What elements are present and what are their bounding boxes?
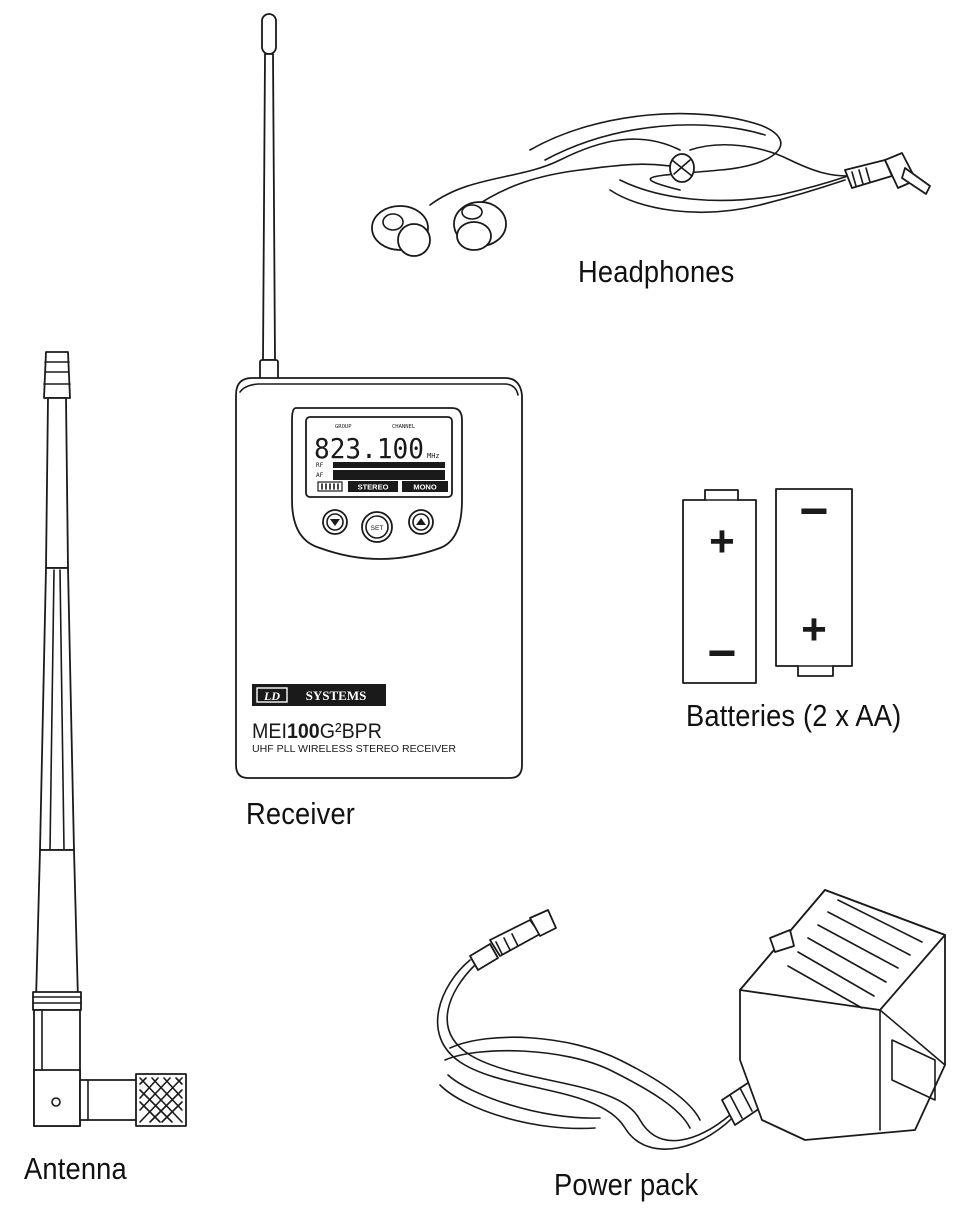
model-description: UHF PLL WIRELESS STEREO RECEIVER [252, 744, 456, 755]
antenna-label: Antenna [24, 1151, 127, 1186]
battery2-bottom-sign: + [801, 605, 827, 654]
battery2-top-sign: − [799, 483, 828, 539]
display-group-label: GROUP [335, 424, 352, 430]
receiver-label: Receiver [246, 796, 356, 831]
brand-ld: LD [263, 689, 280, 703]
batteries-label: Batteries (2 x AA) [686, 698, 902, 733]
display-rf-label: RF [316, 462, 324, 469]
batteries-illustration: + − − + [682, 483, 853, 684]
power-pack-illustration [436, 889, 946, 1150]
model-name: MEI100G²BPR [252, 720, 382, 743]
receiver-illustration: GROUP CHANNEL 823.100 MHz RF AF STEREO M… [235, 13, 523, 779]
knurled-grip [139, 1077, 183, 1123]
display-mono: MONO [413, 483, 436, 492]
brand-systems: SYSTEMS [306, 688, 367, 703]
up-arrow-icon [416, 518, 426, 525]
headphones-illustration [371, 112, 931, 257]
set-button-label: SET [371, 525, 384, 532]
battery1-top-sign: + [709, 517, 735, 566]
display-channel-label: CHANNEL [392, 424, 416, 430]
display-frequency: 823.100 [314, 432, 424, 465]
headphones-label: Headphones [578, 254, 735, 289]
display-unit: MHz [427, 452, 440, 460]
antenna-illustration [32, 351, 187, 1127]
display-af-label: AF [316, 472, 324, 479]
down-arrow-icon [330, 519, 340, 526]
display-stereo: STEREO [358, 483, 389, 492]
power-pack-label: Power pack [554, 1167, 699, 1202]
battery1-bottom-sign: − [707, 625, 736, 681]
